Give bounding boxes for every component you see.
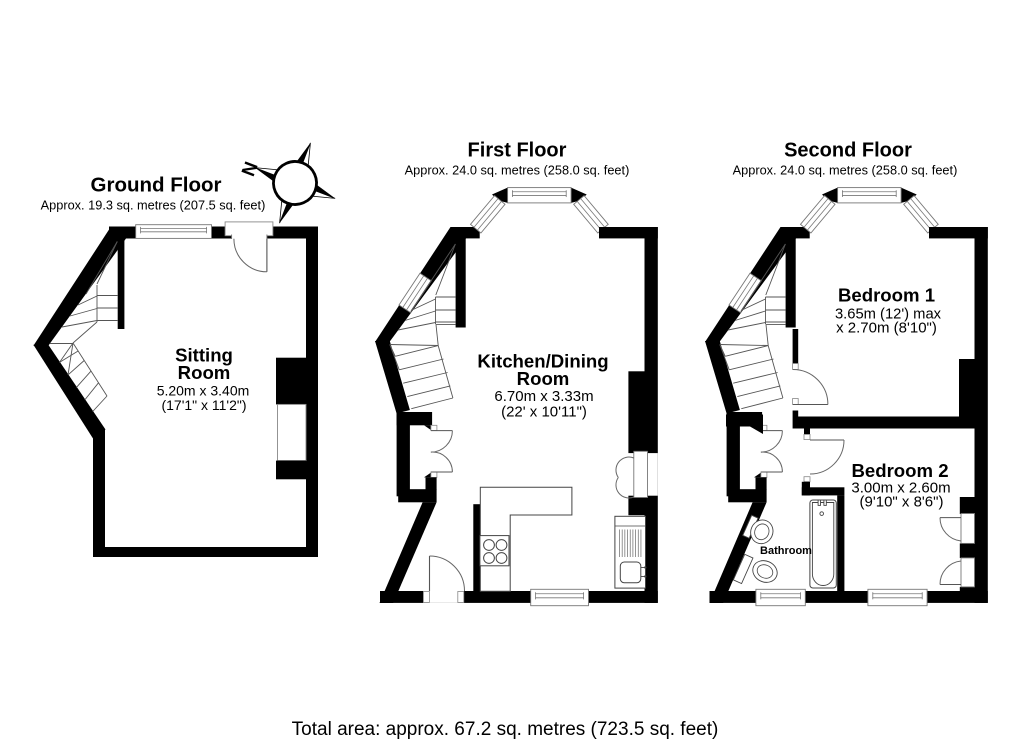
svg-text:(9'10" x 8'6"): (9'10" x 8'6") bbox=[860, 494, 944, 511]
svg-text:Second Floor: Second Floor bbox=[784, 140, 912, 162]
svg-text:Bedroom 1: Bedroom 1 bbox=[838, 285, 935, 306]
svg-text:Approx. 24.0 sq. metres (258.0: Approx. 24.0 sq. metres (258.0 sq. feet) bbox=[733, 163, 958, 178]
svg-text:3.65m (12') max: 3.65m (12') max bbox=[835, 307, 942, 323]
svg-text:Bathroom: Bathroom bbox=[760, 545, 812, 557]
svg-text:Ground Floor: Ground Floor bbox=[91, 174, 222, 197]
svg-text:Sitting: Sitting bbox=[175, 345, 233, 366]
svg-text:First Floor: First Floor bbox=[468, 140, 567, 162]
svg-text:Room: Room bbox=[178, 362, 231, 383]
svg-text:Approx. 19.3 sq. metres (207.5: Approx. 19.3 sq. metres (207.5 sq. feet) bbox=[41, 198, 266, 213]
svg-text:x 2.70m (8'10"): x 2.70m (8'10") bbox=[836, 320, 937, 337]
svg-text:(22' x 10'11"): (22' x 10'11") bbox=[501, 403, 587, 420]
svg-text:(17'1" x 11'2"): (17'1" x 11'2") bbox=[161, 397, 246, 413]
svg-text:Room: Room bbox=[517, 368, 570, 389]
svg-text:5.20m x 3.40m: 5.20m x 3.40m bbox=[157, 382, 250, 398]
svg-text:Total area: approx. 67.2 sq. m: Total area: approx. 67.2 sq. metres (723… bbox=[292, 719, 719, 740]
svg-text:6.70m x 3.33m: 6.70m x 3.33m bbox=[494, 388, 593, 405]
svg-text:Bedroom 2: Bedroom 2 bbox=[851, 460, 948, 481]
svg-text:Kitchen/Dining: Kitchen/Dining bbox=[477, 351, 608, 372]
svg-text:3.00m x 2.60m: 3.00m x 2.60m bbox=[851, 480, 950, 497]
svg-text:Approx. 24.0 sq. metres (258.0: Approx. 24.0 sq. metres (258.0 sq. feet) bbox=[405, 163, 630, 178]
